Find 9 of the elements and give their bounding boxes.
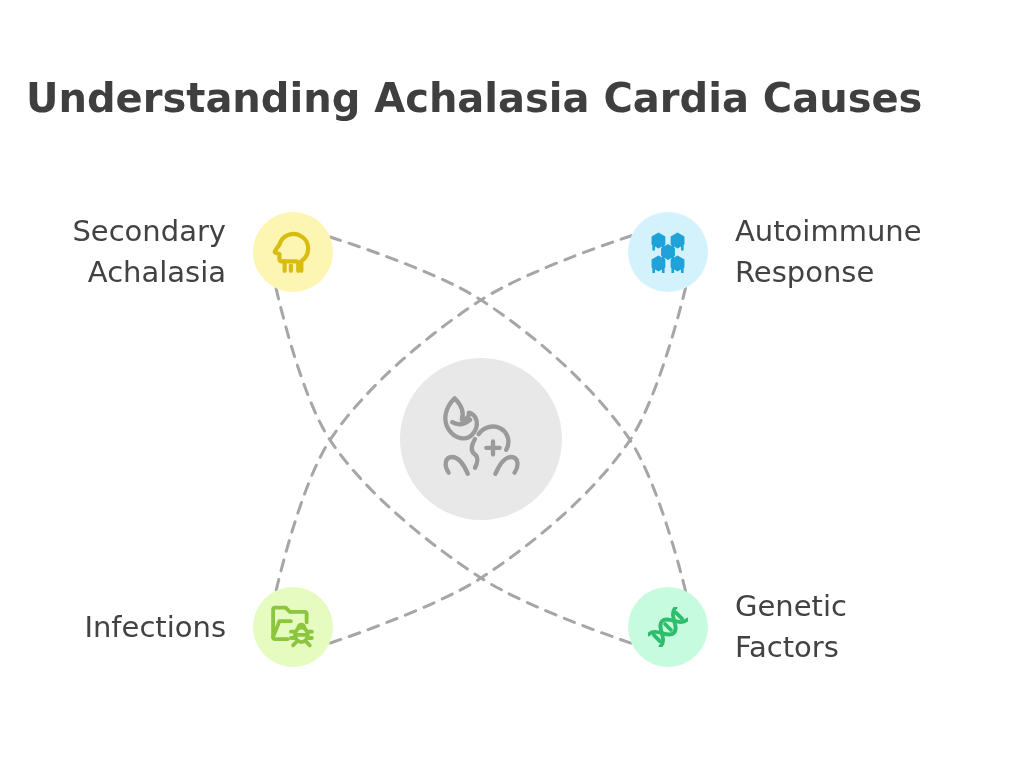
cause-label: Secondary Achalasia <box>71 213 226 291</box>
cause-label: Autoimmune Response <box>735 213 923 291</box>
dashed-connector <box>274 286 633 645</box>
diagram-title: Understanding Achalasia Cardia Causes <box>26 74 923 122</box>
cause-label: Infections <box>83 608 226 646</box>
dashed-connector <box>328 235 688 593</box>
dashed-connector <box>328 286 688 645</box>
cause-label: Genetic Factors <box>735 588 848 666</box>
dashed-connector <box>274 234 633 593</box>
